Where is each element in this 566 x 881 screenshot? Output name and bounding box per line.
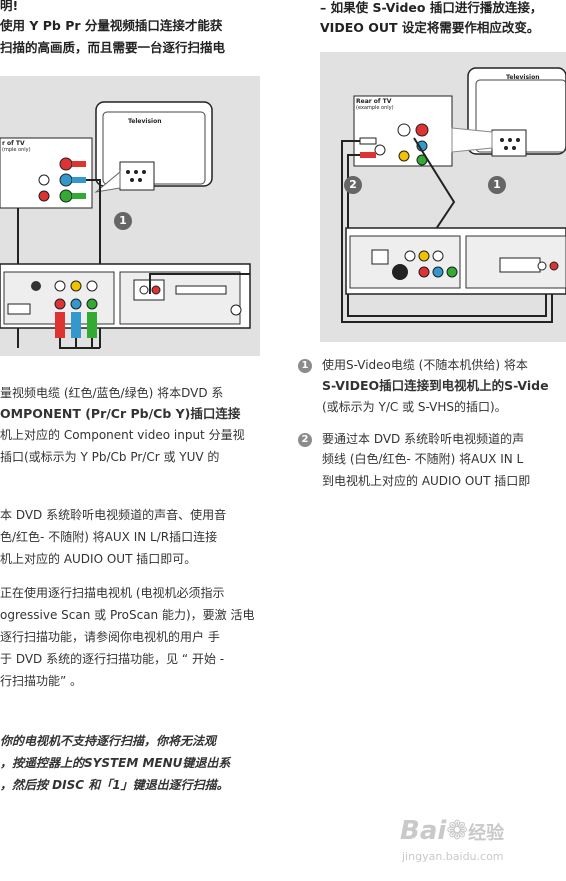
right-connection-figure: Television Rear of TV (example only) 2 1 — [320, 52, 566, 342]
left-note-line-3: ，然后按 DISC 和「1」键退出逐行扫描。 — [0, 778, 229, 792]
right-tv-label: Television — [506, 74, 540, 81]
right-item-1-line-1: 使用S-Video电缆 (不随本机供给) 将本 — [322, 358, 528, 372]
left-rear-label: r of TV — [2, 140, 25, 147]
watermark-brand: Bai❁经验 — [400, 816, 504, 846]
left-heading-line-3: 扫描的高画质，而且需要一台逐行扫描电 — [0, 40, 226, 55]
right-item-1-number: 1 — [298, 359, 312, 373]
right-item-1-line-2: S-VIDEO插口连接到电视机上的S-Vide — [322, 378, 549, 393]
paw-icon: ❁ — [446, 816, 469, 846]
right-item-2-line-1: 要通过本 DVD 系统聆听电视频道的声 — [322, 432, 525, 446]
right-rear-sublabel: (example only) — [356, 105, 394, 111]
left-heading-line-2: 使用 Y Pb Pr 分量视频插口连接才能获 — [0, 18, 223, 33]
left-connection-figure: Television r of TV (mple only) 1 — [0, 76, 260, 356]
right-step-marker-a: 2 — [344, 176, 362, 194]
right-rear-label: Rear of TV — [356, 98, 392, 105]
right-step-marker-b: 1 — [488, 176, 506, 194]
left-p2-line-2: 色/红色- 不随附) 将AUX IN L/R插口连接 — [0, 530, 218, 544]
left-rear-sublabel: (mple only) — [2, 147, 31, 153]
left-note-line-1: 你的电视机不支持逐行扫描，你将无法观 — [0, 734, 217, 748]
left-p1-line-3: 机上对应的 Component video input 分量视 — [0, 428, 245, 442]
left-p3-line-1: 正在使用逐行扫描电视机 (电视机必须指示 — [0, 586, 225, 600]
right-heading-line-1: – 如果使 S-Video 插口进行播放连接， — [320, 0, 543, 15]
left-p3-line-2: ogressive Scan 或 ProScan 能力)，要激 活电 — [0, 608, 255, 622]
right-connection-diagram — [341, 67, 566, 323]
watermark-url: jingyan.baidu.com — [402, 850, 504, 863]
left-heading-line-1: 明! — [0, 0, 19, 13]
left-tv-label: Television — [128, 118, 162, 125]
watermark-brand-suffix: 经验 — [468, 823, 505, 844]
left-p3-line-5: 行扫描功能” 。 — [0, 674, 83, 688]
left-p1-line-1: 量视频电缆 (红色/蓝色/绿色) 将本DVD 系 — [0, 386, 224, 400]
left-p3-line-4: 于 DVD 系统的逐行扫描功能，见 “ 开始 - — [0, 652, 225, 666]
left-step-marker: 1 — [114, 212, 132, 230]
right-item-2-line-2: 频线 (白色/红色- 不随附) 将AUX IN L — [322, 452, 524, 466]
right-item-2-line-3: 到电视机上对应的 AUDIO OUT 插口即 — [322, 474, 531, 488]
left-connection-diagram — [0, 101, 251, 349]
left-p3-line-3: 逐行扫描功能，请参阅你电视机的用户 手 — [0, 630, 220, 644]
left-p1-line-4: 插口(或标示为 Y Pb/Cb Pr/Cr 或 YUV 的 — [0, 450, 220, 464]
left-p2-line-3: 机上对应的 AUDIO OUT 插口即可。 — [0, 552, 197, 566]
right-heading-line-2: VIDEO OUT 设定将需要作相应改变。 — [320, 20, 540, 35]
right-item-1-line-3: (或标示为 Y/C 或 S-VHS的插口)。 — [322, 400, 507, 414]
right-item-2-number: 2 — [298, 433, 312, 447]
watermark-brand-text: Bai — [400, 816, 447, 846]
left-note-line-2: ，按遥控器上的SYSTEM MENU键退出系 — [0, 756, 231, 770]
left-p1-line-2: OMPONENT (Pr/Cr Pb/Cb Y)插口连接 — [0, 406, 241, 421]
left-p2-line-1: 本 DVD 系统聆听电视频道的声音、使用音 — [0, 508, 227, 522]
